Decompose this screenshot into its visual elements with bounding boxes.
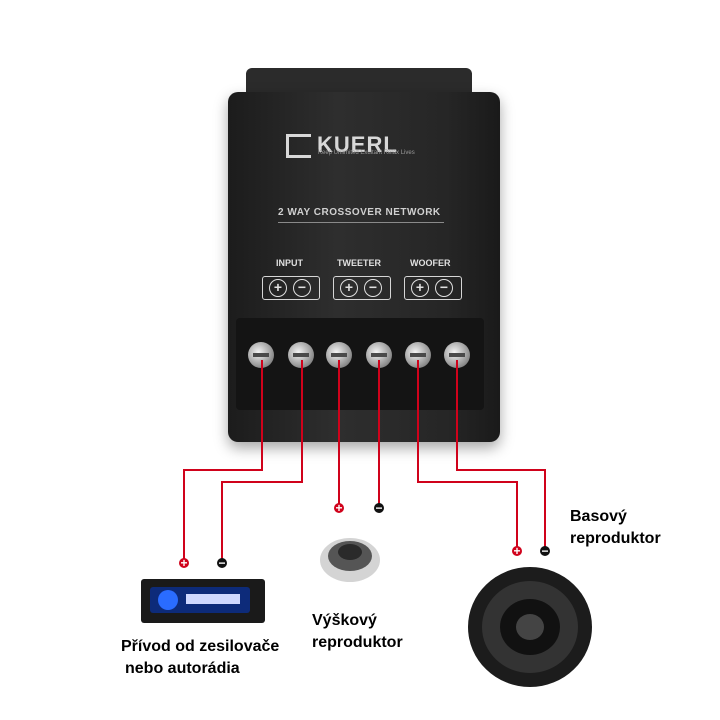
subwoofer-image [468, 567, 592, 687]
tweeter-terminal-icons: + − [333, 276, 391, 300]
positive-marker: + [512, 544, 522, 558]
positive-marker: + [179, 556, 189, 570]
input-terminal-icons: + − [262, 276, 320, 300]
crossover-title: 2 WAY CROSSOVER NETWORK [278, 207, 441, 218]
tweeter-group-label: TWEETER [337, 258, 381, 268]
plus-icon: + [340, 279, 358, 297]
negative-marker: − [540, 544, 550, 558]
woofer-negative-wire [456, 360, 546, 548]
plus-icon: + [411, 279, 429, 297]
tweeter-image [320, 538, 380, 582]
input-group-label: INPUT [276, 258, 303, 268]
screw-terminal-block [236, 318, 484, 410]
woofer-terminal-icons: + − [404, 276, 462, 300]
source-negative-wire [221, 360, 303, 560]
plus-icon: + [269, 279, 287, 297]
positive-marker: + [334, 501, 344, 515]
tweeter-label: Výškový reproduktor [312, 612, 403, 651]
brand-logo-icon [286, 134, 311, 159]
car-radio-image [141, 579, 265, 623]
woofer-positive-wire [417, 360, 518, 548]
screw-terminal [288, 342, 314, 368]
woofer-group-label: WOOFER [410, 258, 451, 268]
brand-logo: KUERL [286, 132, 398, 159]
minus-icon: − [293, 279, 311, 297]
title-divider [278, 222, 444, 223]
source-positive-wire [183, 360, 263, 560]
brand-tagline: Keep Unlimited Exultant Relax Lives [318, 150, 415, 156]
negative-marker: − [217, 556, 227, 570]
minus-icon: − [364, 279, 382, 297]
minus-icon: − [435, 279, 453, 297]
negative-marker: − [374, 501, 384, 515]
woofer-label: Basový reproduktor [570, 508, 661, 547]
source-label: Přívod od zesilovače nebo autorádia [121, 638, 280, 677]
